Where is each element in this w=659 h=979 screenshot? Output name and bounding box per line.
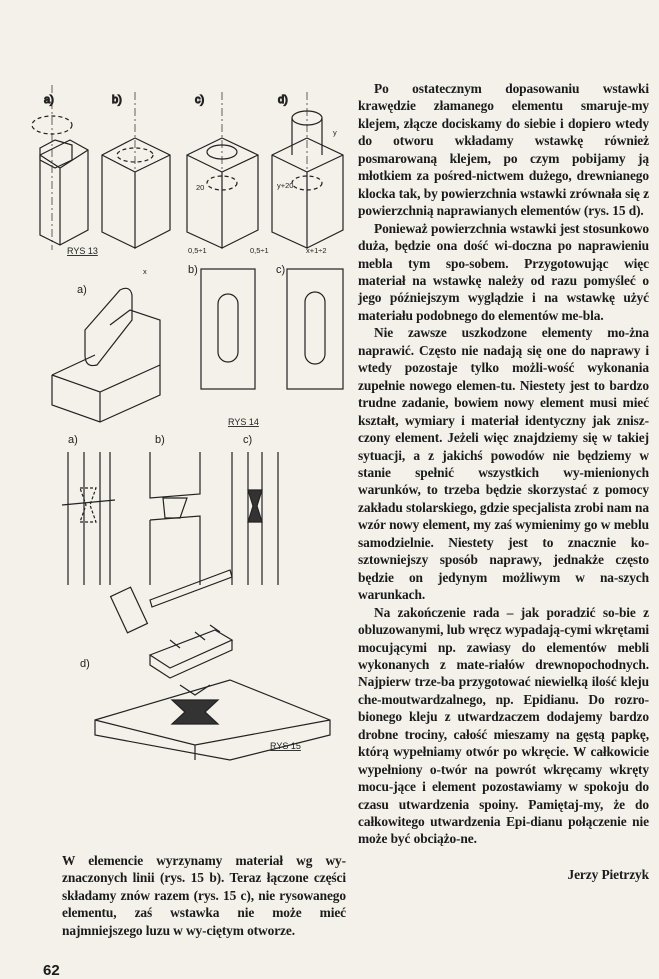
fig14-block-a: x — [51, 267, 161, 423]
fig13-label-d: d) — [278, 94, 288, 106]
paragraph: Po ostatecznym dopasowaniu wstawki krawę… — [358, 81, 649, 219]
fig15-label-a: a) — [68, 434, 78, 446]
right-column-text: Po ostatecznym dopasowaniu wstawki krawę… — [358, 80, 649, 883]
fig15-hammer — [109, 569, 233, 634]
author-signature: Jerzy Pietrzyk — [567, 866, 649, 882]
fig13-dim-y20: y+20 — [277, 181, 293, 190]
fig14-label-b: b) — [188, 264, 198, 276]
paragraph: Na zakończenie rada – jak poradzić so-bi… — [358, 604, 649, 847]
fig14-dim-x: x — [143, 267, 147, 276]
paragraph: W elemencie wyrzynamy materiał wg wy-zna… — [62, 853, 346, 938]
fig14-block-c: x+1÷2 — [286, 246, 344, 390]
paragraph: Nie zawsze uszkodzone elementy mo-żna na… — [358, 325, 649, 603]
fig13-caption: RYS 13 — [67, 246, 98, 256]
fig13-dim-y: y — [333, 128, 337, 137]
figure-rys-13: a) b) c) d) 20 y+20 — [31, 85, 344, 256]
fig15-label-c: c) — [243, 434, 252, 446]
fig15-board-c — [231, 452, 279, 585]
fig14-label-a: a) — [77, 284, 87, 296]
fig13-label-c: c) — [195, 94, 204, 106]
fig15-board-d — [94, 624, 331, 761]
fig14-caption: RYS 14 — [228, 417, 259, 427]
fig15-label-d: d) — [80, 658, 90, 670]
fig15-caption: RYS 15 — [270, 741, 301, 751]
fig15-label-b: b) — [155, 434, 165, 446]
page-number: 62 — [43, 962, 60, 979]
fig13-label-a: a) — [44, 94, 54, 106]
fig13-block-b — [101, 92, 171, 250]
fig14-dim-b-left: 0,5÷1 — [188, 246, 207, 255]
fig13-block-c: 20 — [186, 92, 259, 250]
fig13-block-a — [31, 85, 89, 250]
fig14-dim-b-right: 0,5÷1 — [250, 246, 269, 255]
fig13-label-b: b) — [112, 94, 122, 106]
left-column-text: W elemencie wyrzynamy materiał wg wy-zna… — [62, 852, 346, 939]
fig13-dim-20: 20 — [196, 183, 204, 192]
fig15-board-b — [149, 452, 201, 585]
paragraph: Ponieważ powierzchnia wstawki jest stosu… — [358, 220, 649, 323]
fig13-block-d: y+20 y — [271, 92, 344, 250]
fig14-label-c: c) — [276, 264, 285, 276]
fig15-board-a — [61, 452, 116, 585]
fig14-dim-c: x+1÷2 — [306, 246, 327, 255]
figure-rys-14: a) b) c) x 0,5÷1 0,5÷1 x+1÷2 RYS 14 — [51, 246, 344, 427]
figure-rys-15: a) b) c) d) RYS 15 — [61, 434, 331, 761]
fig14-block-b: 0,5÷1 0,5÷1 — [188, 246, 269, 390]
